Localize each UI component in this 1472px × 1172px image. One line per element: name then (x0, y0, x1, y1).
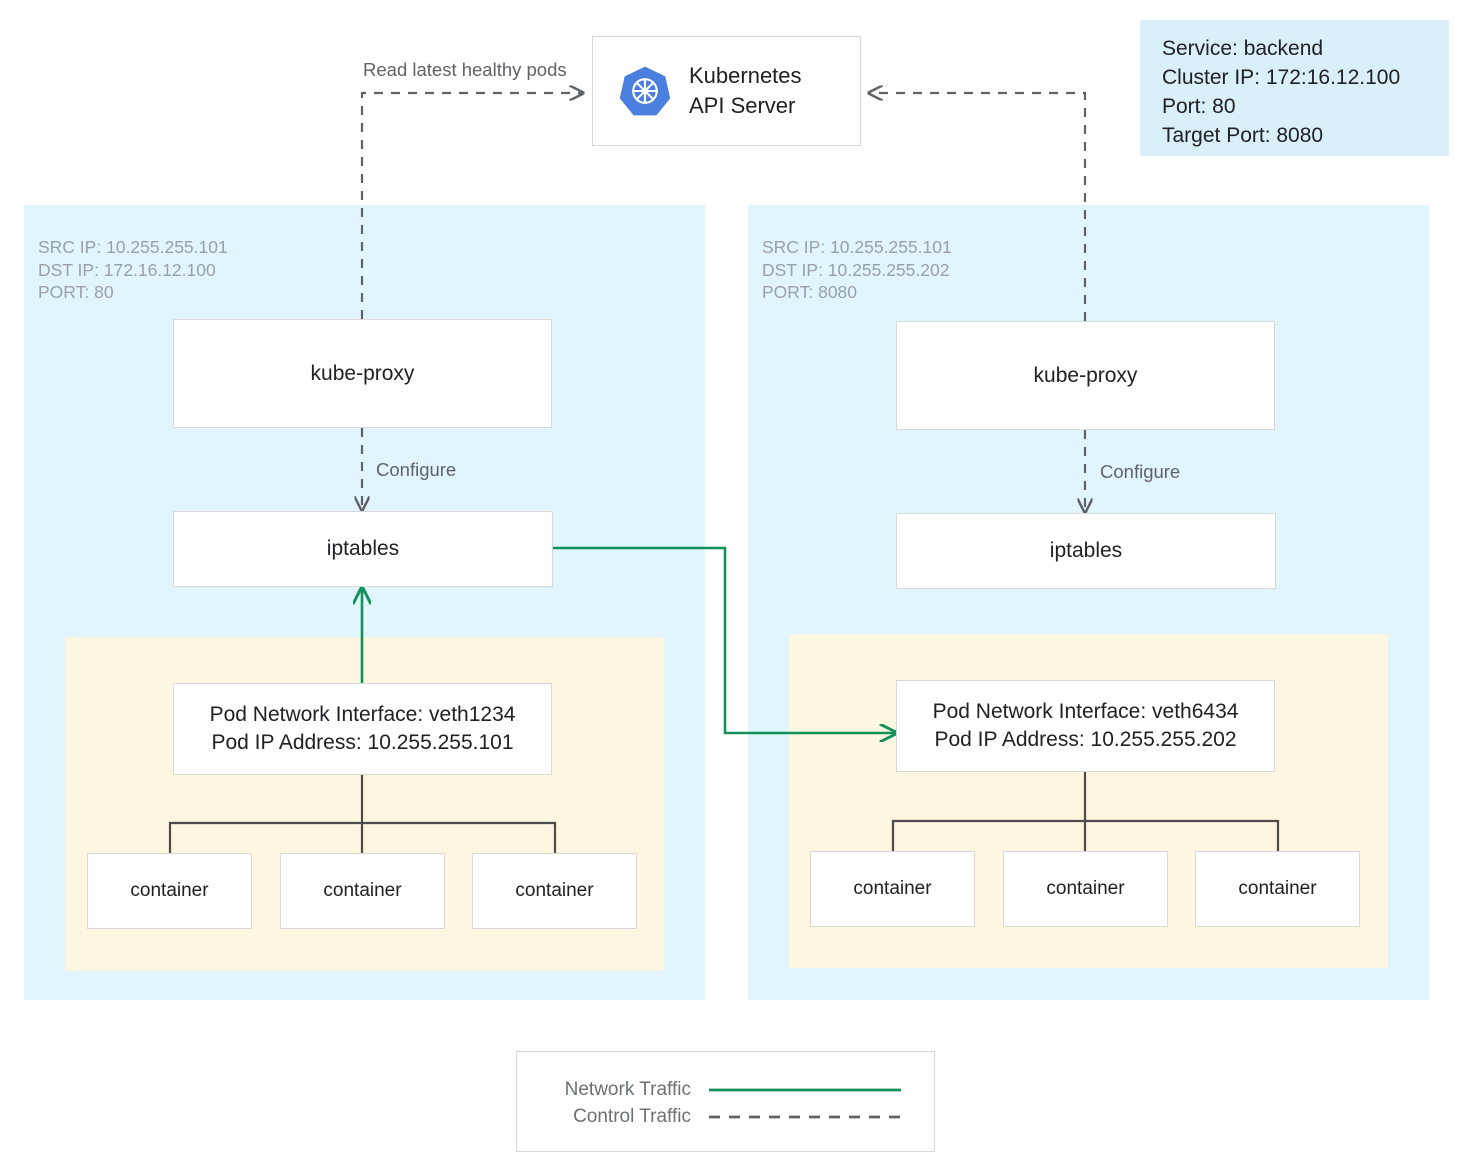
node-left-meta-line-1: SRC IP: 10.255.255.101 (38, 237, 228, 257)
kube-proxy-right-label: kube-proxy (1033, 363, 1138, 387)
container-left-2[interactable]: container (280, 853, 445, 929)
container-right-2-label: container (1046, 878, 1125, 899)
container-right-3-label: container (1238, 878, 1317, 899)
legend-label-control-traffic: Control Traffic (573, 1106, 691, 1127)
legend-label-network-traffic: Network Traffic (564, 1079, 691, 1100)
container-right-1-label: container (853, 878, 932, 899)
container-right-3[interactable]: container (1195, 851, 1360, 927)
service-info-box: Service: backend Cluster IP: 172:16.12.1… (1140, 20, 1449, 156)
node-left-meta-line-2: DST IP: 172.16.12.100 (38, 259, 216, 280)
service-info-line-2: Cluster IP: 172:16.12.100 (1162, 66, 1401, 89)
container-left-3-label: container (515, 880, 594, 901)
edge-label-read-latest-healthy-pods: Read latest healthy pods (363, 59, 567, 80)
legend-box: Network Traffic Control Traffic (516, 1051, 935, 1152)
service-info-line-3: Port: 80 (1162, 95, 1236, 118)
kubernetes-logo-icon (619, 66, 671, 116)
edge-label-configure-right: Configure (1100, 461, 1181, 482)
node-left-meta: SRC IP: 10.255.255.101 DST IP: 172.16.12… (38, 236, 358, 304)
pod-left-interface-box[interactable]: Pod Network Interface: veth1234 Pod IP A… (173, 683, 552, 775)
iptables-left-label: iptables (326, 537, 400, 560)
legend-swatch-network-traffic (709, 1088, 901, 1092)
kube-proxy-right-box[interactable]: kube-proxy (896, 321, 1275, 430)
container-left-2-label: container (323, 880, 402, 901)
service-info-line-4: Target Port: 8080 (1162, 124, 1324, 147)
container-left-1-label: container (130, 880, 209, 901)
iptables-left-box[interactable]: iptables (173, 511, 553, 587)
pod-right-ip-line: Pod IP Address: 10.255.255.202 (934, 728, 1237, 751)
container-left-1[interactable]: container (87, 853, 252, 929)
kubernetes-api-server-box[interactable]: Kubernetes API Server (592, 36, 861, 146)
node-left-meta-line-3: PORT: 80 (38, 282, 114, 302)
edge-label-configure-left: Configure (376, 459, 457, 480)
service-info-line-1: Service: backend (1162, 37, 1324, 60)
pod-left-interface-line: Pod Network Interface: veth1234 (209, 703, 516, 726)
legend-row-network: Network Traffic (535, 1077, 920, 1103)
iptables-right-label: iptables (1049, 539, 1123, 562)
node-right-meta-line-2: DST IP: 10.255.255.202 (762, 259, 950, 280)
container-right-2[interactable]: container (1003, 851, 1168, 927)
kube-proxy-left-label: kube-proxy (310, 361, 415, 385)
node-right-meta-line-1: SRC IP: 10.255.255.101 (762, 237, 952, 257)
kube-proxy-left-box[interactable]: kube-proxy (173, 319, 552, 428)
api-server-title-line2: API Server (689, 93, 796, 118)
container-left-3[interactable]: container (472, 853, 637, 929)
node-right-meta-line-3: PORT: 8080 (762, 282, 858, 302)
legend-row-control: Control Traffic (535, 1104, 920, 1130)
api-server-title-line1: Kubernetes (689, 63, 802, 88)
pod-left-ip-line: Pod IP Address: 10.255.255.101 (211, 731, 514, 754)
pod-right-interface-box[interactable]: Pod Network Interface: veth6434 Pod IP A… (896, 680, 1275, 772)
pod-right-interface-line: Pod Network Interface: veth6434 (932, 700, 1239, 723)
container-right-1[interactable]: container (810, 851, 975, 927)
iptables-right-box[interactable]: iptables (896, 513, 1276, 589)
node-right-meta: SRC IP: 10.255.255.101 DST IP: 10.255.25… (762, 236, 1082, 304)
legend-swatch-control-traffic (709, 1115, 901, 1119)
